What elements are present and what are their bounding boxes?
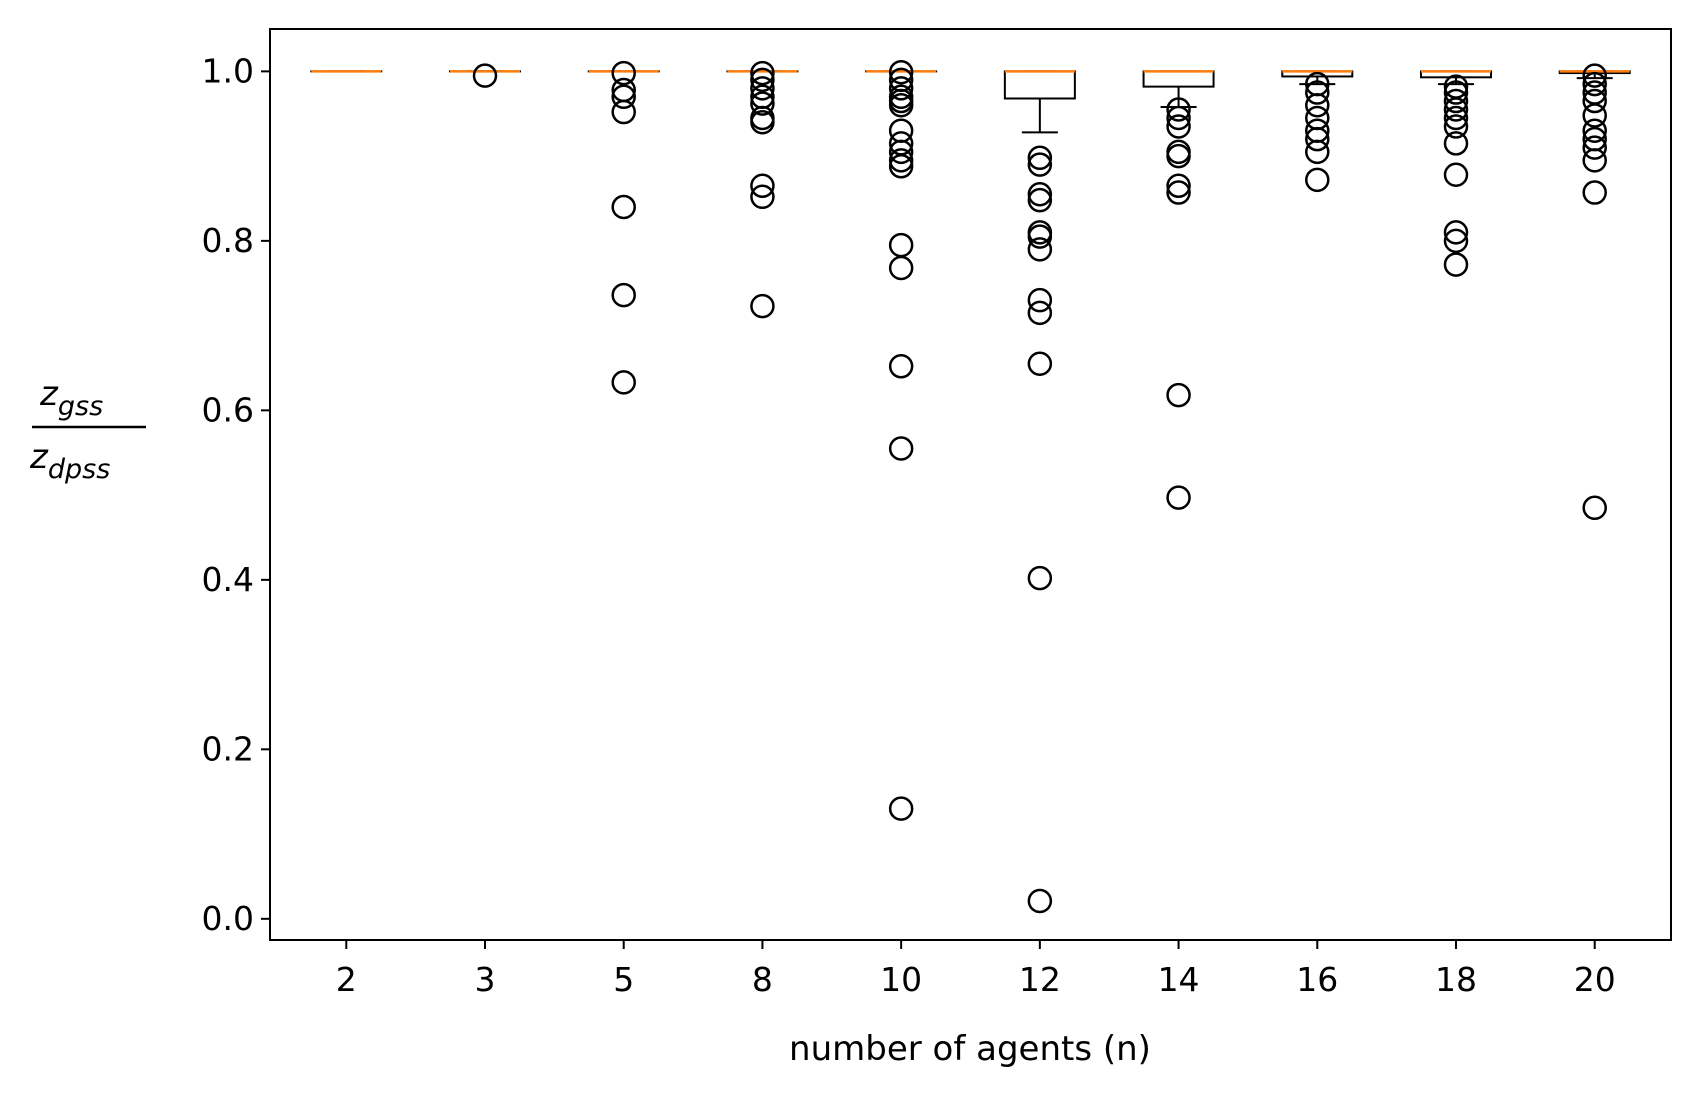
outlier-point xyxy=(1584,149,1606,171)
y-label-numerator: z xyxy=(39,374,59,414)
box-group-12 xyxy=(1005,71,1075,912)
box xyxy=(1144,71,1214,86)
box xyxy=(1005,71,1075,98)
y-label-denominator-subscript: dpss xyxy=(48,454,110,485)
y-tick-label: 0.4 xyxy=(202,560,254,599)
box-group-5 xyxy=(589,62,659,393)
outlier-point xyxy=(1029,353,1051,375)
y-tick-label: 0.2 xyxy=(202,729,254,768)
outlier-point xyxy=(613,371,635,393)
x-tick-label: 16 xyxy=(1296,960,1338,999)
y-tick-label: 0.0 xyxy=(202,899,254,938)
x-tick-label: 8 xyxy=(752,960,773,999)
outlier-point xyxy=(1584,497,1606,519)
outlier-point xyxy=(890,234,912,256)
y-tick-label: 0.8 xyxy=(202,221,254,260)
outlier-point xyxy=(613,284,635,306)
outlier-point xyxy=(1029,189,1051,211)
x-tick-label: 10 xyxy=(880,960,922,999)
y-label-numerator-subscript: gss xyxy=(58,391,103,422)
outlier-point xyxy=(1306,169,1328,191)
outlier-point xyxy=(1029,302,1051,324)
box-group-20 xyxy=(1560,65,1630,519)
outlier-point xyxy=(1306,94,1328,116)
y-axis-label: zgss zdpss xyxy=(29,374,146,485)
box-group-8 xyxy=(727,62,797,317)
box-group-3 xyxy=(450,65,520,87)
outlier-point xyxy=(1029,289,1051,311)
x-tick-label: 12 xyxy=(1019,960,1061,999)
outlier-point xyxy=(1168,487,1190,509)
outlier-point xyxy=(1445,132,1467,154)
outlier-point xyxy=(1029,238,1051,260)
outlier-point xyxy=(474,65,496,87)
axis-ticks: 0.0 0.2 0.4 0.6 0.8 1.0 2 3 5 8 10 12 14 16 18 20 xyxy=(202,51,1616,999)
x-axis-label: number of agents (n) xyxy=(789,1029,1151,1069)
y-label-denominator: z xyxy=(29,437,49,477)
outlier-point xyxy=(1168,384,1190,406)
plot-marks xyxy=(311,61,1629,912)
outlier-point xyxy=(890,355,912,377)
box-group-10 xyxy=(866,61,936,819)
box-group-14 xyxy=(1144,71,1214,508)
box-group-18 xyxy=(1421,71,1491,275)
outlier-point xyxy=(613,101,635,123)
box-group-16 xyxy=(1282,71,1352,190)
outlier-point xyxy=(751,295,773,317)
outlier-point xyxy=(613,196,635,218)
x-tick-label: 2 xyxy=(336,960,357,999)
outlier-point xyxy=(1029,183,1051,205)
outlier-point xyxy=(1306,107,1328,129)
outlier-point xyxy=(890,120,912,142)
x-tick-label: 18 xyxy=(1435,960,1477,999)
outlier-point xyxy=(1029,567,1051,589)
outlier-point xyxy=(1306,141,1328,163)
x-tick-label: 3 xyxy=(475,960,496,999)
x-tick-label: 14 xyxy=(1158,960,1200,999)
outlier-point xyxy=(890,257,912,279)
x-tick-label: 20 xyxy=(1574,960,1616,999)
outlier-point xyxy=(890,437,912,459)
outlier-point xyxy=(1029,890,1051,912)
outlier-point xyxy=(890,155,912,177)
y-tick-label: 1.0 xyxy=(202,51,254,90)
x-tick-label: 5 xyxy=(613,960,634,999)
outlier-point xyxy=(1445,254,1467,276)
svg-text:zgss: zgss xyxy=(39,374,103,422)
outlier-point xyxy=(1584,182,1606,204)
outlier-point xyxy=(1445,164,1467,186)
svg-text:zdpss: zdpss xyxy=(29,437,110,485)
y-tick-label: 0.6 xyxy=(202,390,254,429)
outlier-point xyxy=(890,798,912,820)
